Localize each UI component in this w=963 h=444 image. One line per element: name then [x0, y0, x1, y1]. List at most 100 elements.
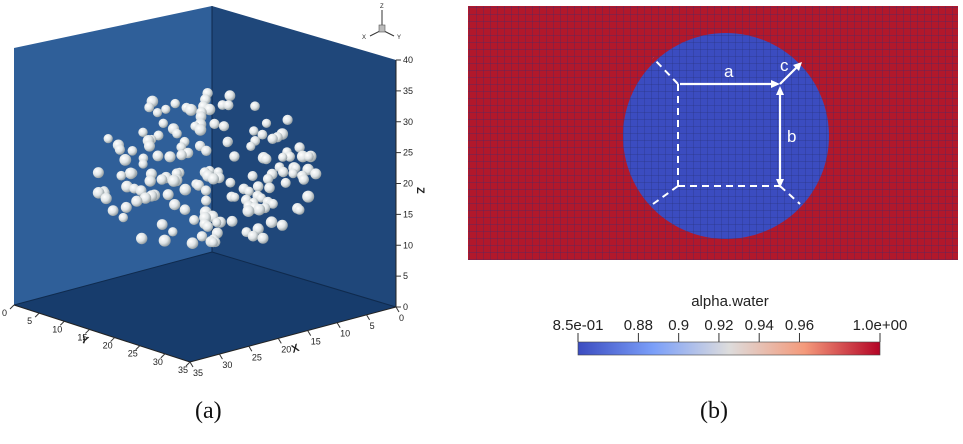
- particle-sphere: [244, 186, 254, 197]
- colorbar-ticks: [577, 333, 881, 342]
- particle-sphere: [303, 151, 314, 162]
- particle-sphere: [267, 133, 278, 144]
- particle-sphere: [185, 103, 197, 116]
- particle-sphere: [249, 126, 259, 136]
- particle-sphere: [226, 215, 238, 227]
- particle-sphere: [179, 183, 192, 196]
- particle-sphere: [167, 174, 180, 187]
- particle-sphere: [246, 141, 256, 151]
- particle-sphere: [201, 195, 212, 206]
- y-axis-label: Y: [79, 334, 91, 348]
- z-axis-label: Z: [414, 187, 426, 194]
- particle-sphere: [186, 237, 199, 249]
- particle-sphere: [250, 101, 260, 111]
- x-tick-mark: [218, 353, 223, 360]
- particle-sphere: [262, 173, 274, 185]
- particle-sphere: [138, 127, 148, 137]
- y-tick-mark: [185, 361, 191, 367]
- particle-sphere: [196, 231, 208, 242]
- y-tick-mark: [85, 329, 90, 334]
- particle-sphere: [257, 129, 268, 140]
- particle-sphere: [278, 166, 289, 178]
- particle-sphere: [261, 118, 272, 128]
- particle-sphere: [189, 215, 200, 225]
- colorbar-tick-label: 0.9: [668, 317, 689, 334]
- x-tick-mark: [395, 306, 400, 313]
- particle-sphere: [294, 205, 305, 215]
- particle-sphere: [268, 198, 278, 209]
- triad-z-label: Z: [380, 4, 384, 10]
- particle-sphere: [201, 145, 212, 156]
- particle-sphere: [261, 153, 272, 165]
- particle-sphere: [127, 146, 138, 156]
- z-tick-label: 30: [403, 117, 413, 127]
- particle-sphere: [310, 168, 322, 180]
- x-tick-mark: [336, 322, 341, 328]
- particle-sphere: [222, 137, 232, 148]
- particle-sphere: [107, 205, 119, 217]
- back-wall: [14, 6, 212, 305]
- label-c: c: [780, 56, 789, 75]
- z-tick-label: 40: [403, 55, 413, 65]
- particle-sphere: [162, 189, 174, 201]
- particle-sphere: [265, 216, 278, 228]
- particle-sphere: [193, 179, 205, 191]
- particle-sphere: [257, 232, 269, 244]
- x-tick-label: 15: [311, 337, 321, 347]
- y-tick-label: 10: [52, 324, 62, 334]
- y-tick-mark: [9, 304, 15, 310]
- particle-sphere: [116, 170, 127, 181]
- orientation-triad-icon: Z X Y: [362, 4, 401, 41]
- triad-y-label: Y: [397, 35, 401, 41]
- particle-sphere: [152, 108, 163, 118]
- particle-sphere: [264, 182, 275, 194]
- particle-sphere: [152, 150, 164, 162]
- y-tick-mark: [59, 320, 65, 326]
- particle-sphere: [284, 151, 295, 162]
- z-tick-label: 5: [403, 271, 408, 281]
- particle-sphere: [120, 201, 132, 213]
- particle-sphere: [200, 185, 212, 196]
- particle-sphere: [288, 168, 298, 179]
- particle-sphere: [172, 128, 182, 139]
- colorbar-min-label: 8.5e-01: [553, 317, 604, 334]
- particle-sphere: [92, 167, 104, 179]
- x-tick-label: 20: [281, 344, 291, 354]
- colorbar-title: alpha.water: [691, 293, 769, 310]
- caption-b: (b): [700, 398, 728, 424]
- particle-sphere: [298, 174, 309, 185]
- particle-sphere: [168, 227, 178, 237]
- particle-sphere: [156, 174, 168, 185]
- particle-sphere: [118, 212, 128, 223]
- particle-sphere: [158, 234, 171, 247]
- y-tick-label: 30: [153, 357, 163, 367]
- particle-sphere: [225, 177, 236, 188]
- particle-sphere: [144, 175, 156, 187]
- y-tick-mark: [34, 312, 40, 318]
- particle-sphere: [144, 140, 155, 152]
- x-tick-label: 35: [193, 368, 203, 378]
- z-tick-label: 15: [403, 209, 413, 219]
- particle-sphere: [170, 98, 180, 109]
- colorbar: [577, 341, 881, 356]
- particle-sphere: [278, 152, 288, 162]
- particle-sphere: [209, 118, 220, 129]
- particle-sphere: [247, 171, 258, 181]
- particle-sphere: [169, 199, 181, 211]
- label-a: a: [724, 62, 734, 81]
- particle-cloud: [92, 88, 322, 249]
- particle-sphere: [125, 167, 137, 180]
- particle-sphere: [158, 118, 168, 128]
- z-tick-label: 0: [403, 302, 408, 312]
- particle-sphere: [176, 142, 187, 153]
- particle-sphere: [139, 192, 152, 204]
- x-tick-label: 30: [222, 360, 232, 370]
- x-tick-mark: [366, 314, 371, 321]
- colorbar-tick-label: 0.96: [785, 317, 814, 334]
- particle-sphere: [302, 190, 315, 203]
